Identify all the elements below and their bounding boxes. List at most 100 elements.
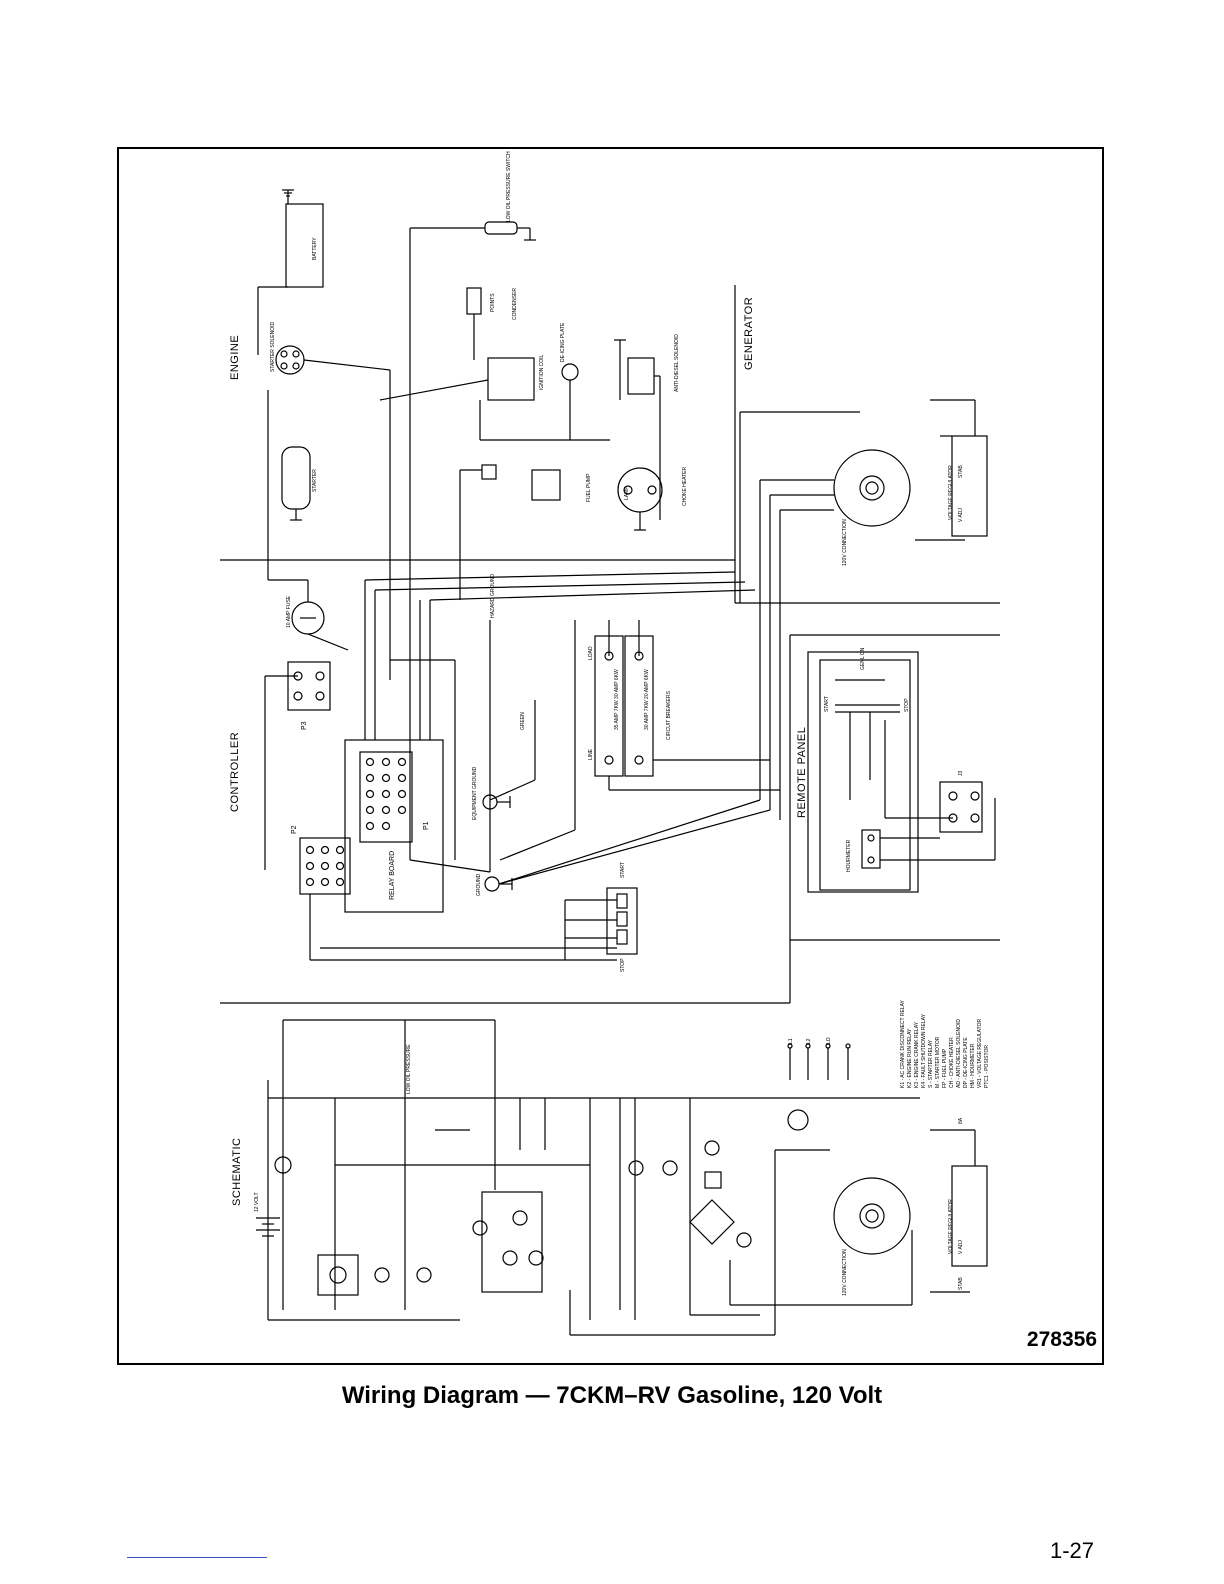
label-12-volt: 12 VOLT xyxy=(254,1192,260,1212)
p3-connector-symbol xyxy=(264,661,331,870)
hourmeter-symbol xyxy=(861,798,996,869)
legend-item: K1 - AC CRANK DISCONNECT RELAY xyxy=(900,999,906,1088)
legend-item: AD - ANTI-DIESEL SOLENOID xyxy=(956,1019,962,1088)
label-line: LINE xyxy=(588,748,594,760)
page-number: 1-27 xyxy=(1049,1538,1094,1563)
label-120v-connection-bottom: 120V CONNECTION xyxy=(842,1249,848,1296)
label-lamp: LAMP xyxy=(624,486,630,500)
legend-item: FP - FUEL PUMP xyxy=(942,1048,948,1088)
label-hourmeter: HOURMETER xyxy=(846,839,852,872)
label-wire-l1: L1 xyxy=(788,1038,794,1044)
label-starter: STARTER xyxy=(312,469,318,492)
label-ignition-coil: IGNITION COIL xyxy=(539,355,545,391)
choke-heater-symbol xyxy=(617,467,663,531)
label-load: LOAD xyxy=(588,646,594,660)
starter-motor-symbol xyxy=(267,390,311,581)
legend-item: M - STARTER MOTOR xyxy=(935,1036,941,1088)
battery-symbol xyxy=(257,189,324,355)
section-label-controller: CONTROLLER xyxy=(229,732,241,812)
label-choke-heater: CHOKE HEATER xyxy=(682,467,688,506)
label-remote-start: START xyxy=(824,696,830,712)
label-120v-connection-top: 120V CONNECTION xyxy=(842,519,848,566)
label-breaker-2: 30 AMP 7KW 20 AMP 6KW xyxy=(644,669,650,730)
section-label-generator: GENERATOR xyxy=(743,297,755,370)
fuel-pump-symbol xyxy=(459,464,561,600)
label-voltage-regulator-top: VOLTAGE REGULATOR xyxy=(948,465,954,520)
label-stab-top: STAB xyxy=(958,465,964,478)
legend-item: S - STARTER RELAY xyxy=(928,1039,934,1088)
schematic-relay-coils xyxy=(317,1140,720,1296)
legend-item: VR1 - VOLTAGE REGULATOR xyxy=(977,1019,983,1088)
label-amp-fuse: 10 AMP FUSE xyxy=(286,595,292,628)
ignition-system-symbol xyxy=(379,287,610,441)
label-anti-diesel-solenoid: ANTI-DIESEL SOLENOID xyxy=(674,334,680,392)
diagram-frame xyxy=(117,147,1104,1365)
anti-diesel-solenoid-symbol xyxy=(614,339,661,520)
drawing-number: 278356 xyxy=(1027,1328,1097,1351)
label-v-adj-top: V ADJ xyxy=(958,508,964,522)
label-start: START xyxy=(620,862,626,878)
p1-connector-symbol xyxy=(344,739,444,913)
legend: K1 - AC CRANK DISCONNECT RELAY K2 - ENGI… xyxy=(900,999,990,1088)
label-stop: STOP xyxy=(620,958,626,972)
equipment-ground-symbol xyxy=(482,794,511,810)
label-wire-l2: L2 xyxy=(806,1038,812,1044)
legend-item: CH - CHOKE HEATER xyxy=(949,1037,955,1088)
label-circuit-breakers: CIRCUIT BREAKERS xyxy=(666,691,672,740)
label-p3: P3 xyxy=(301,721,308,730)
label-equipment-ground: EQUIPMENT GROUND xyxy=(472,766,478,820)
label-v-adj-bottom: V ADJ xyxy=(958,1240,964,1254)
legend-item: HM - HOURMETER xyxy=(970,1043,976,1088)
label-battery: BATTERY xyxy=(312,237,318,260)
label-starter-solenoid: STARTER SOLENOID xyxy=(270,322,276,372)
figure-caption: Wiring Diagram — 7CKM–RV Gasoline, 120 V… xyxy=(341,1382,883,1409)
schematic-voltage-regulator-symbol xyxy=(930,1129,988,1293)
legend-item: K4 - FAULT SHUTDOWN RELAY xyxy=(921,1013,927,1088)
circuit-breakers-symbol xyxy=(594,620,780,791)
label-wire-lo: LO xyxy=(826,1037,832,1044)
label-voltage-regulator-bottom: VOLTAGE REGULATOR xyxy=(948,1199,954,1254)
label-p2: P2 xyxy=(291,825,298,834)
remote-switch-symbol xyxy=(807,651,919,893)
label-points: POINTS xyxy=(490,293,496,312)
label-condenser: CONDENSER xyxy=(512,288,518,320)
legend-item: K3 - ENGINE CRANK RELAY xyxy=(914,1021,920,1088)
p2-connector-symbol xyxy=(299,837,351,895)
label-genl-on: GENL ON xyxy=(860,647,866,670)
legend-item: K2 - ENGINE RUN RELAY xyxy=(907,1028,913,1088)
generator-stator-symbol xyxy=(739,411,911,820)
label-ground: GROUND xyxy=(476,873,482,896)
wire-harness xyxy=(364,571,756,873)
schematic-load-leads xyxy=(787,1043,851,1080)
label-fuse-8a: 8A xyxy=(958,1117,964,1124)
section-label-engine: ENGINE xyxy=(229,335,241,380)
amp-fuse-symbol xyxy=(291,580,349,651)
label-p1: P1 xyxy=(423,821,430,830)
j3-connector-symbol xyxy=(884,720,983,833)
label-fuel-pump: FUEL PUMP xyxy=(586,473,592,502)
start-stop-switch-symbol xyxy=(309,887,638,961)
section-label-schematic: SCHEMATIC xyxy=(231,1138,243,1206)
label-remote-stop: STOP xyxy=(904,698,910,712)
label-de-icing-plate: DE-ICING PLATE xyxy=(560,322,566,362)
label-low-oil-pressure: LOW OIL PRESSURE xyxy=(406,1044,412,1094)
label-j3: J3 xyxy=(958,771,964,777)
schematic-rectifier-symbol xyxy=(689,1171,752,1248)
label-breaker-1: 35 AMP 7KW 30 AMP 6KW xyxy=(614,669,620,730)
label-relay-board: RELAY BOARD xyxy=(389,851,396,900)
legend-item: PTC1 - POSISTOR xyxy=(984,1045,990,1088)
ground-terminal-symbol xyxy=(484,799,771,892)
label-stab-bottom: STAB xyxy=(958,1277,964,1290)
section-label-remote-panel: REMOTE PANEL xyxy=(796,727,808,818)
voltage-regulator-top-symbol xyxy=(915,399,988,541)
schematic-bus-lines xyxy=(267,1019,920,1336)
label-low-oil-pressure-switch: LOW OIL PRESSURE SWITCH xyxy=(506,151,512,222)
de-icing-plate-symbol xyxy=(561,363,579,440)
footnote-rule xyxy=(127,1557,267,1558)
label-hazard-ground: HAZARD GROUND xyxy=(490,573,496,618)
schematic-battery-symbol xyxy=(256,1217,280,1237)
low-oil-pressure-switch-symbol xyxy=(409,221,536,860)
schematic-generator-symbol xyxy=(787,1109,911,1255)
starter-solenoid-symbol xyxy=(275,345,391,680)
